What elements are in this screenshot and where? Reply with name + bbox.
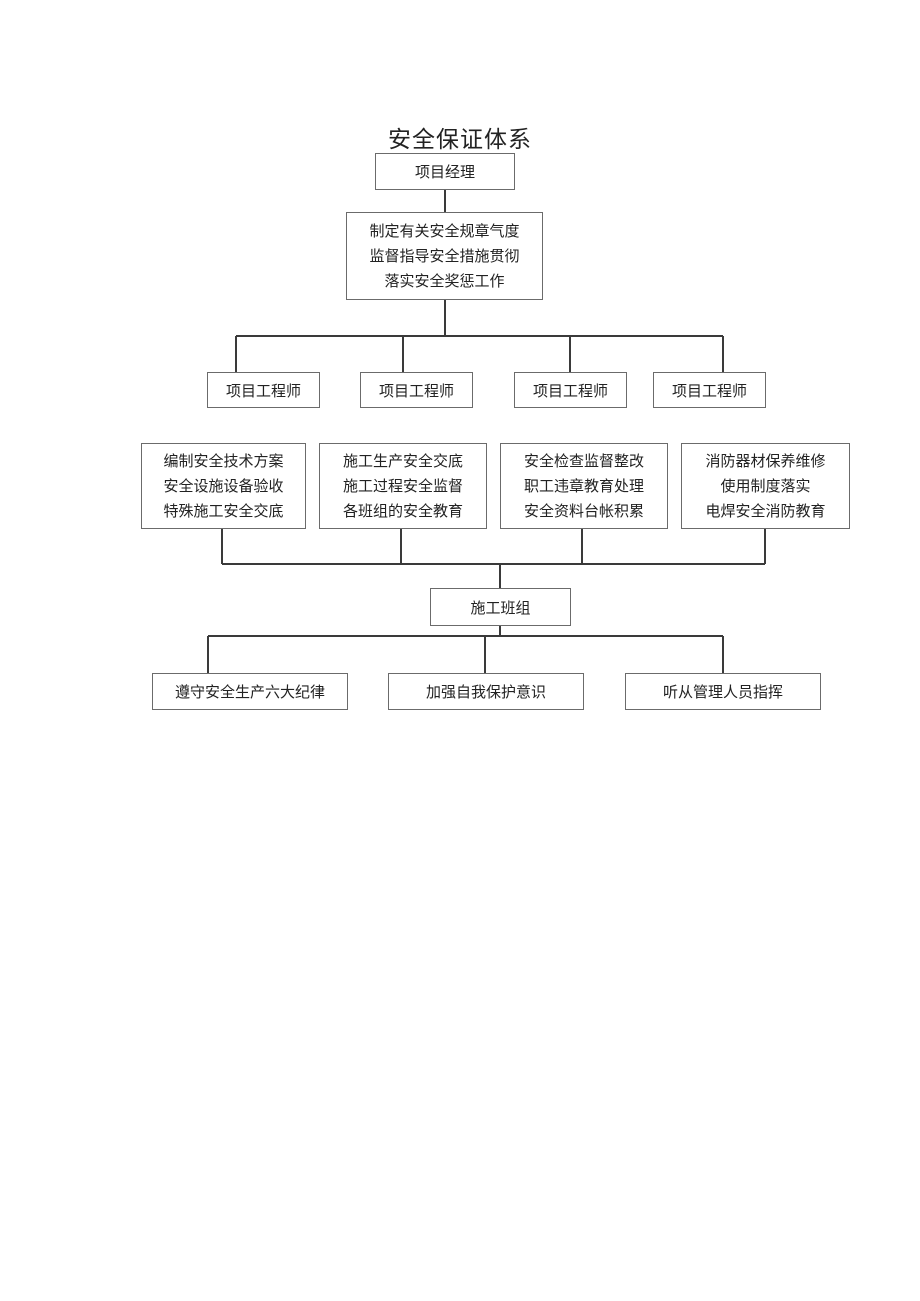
engineer-duty-line: 施工过程安全监督 [342,476,463,495]
node-engineer-1: 项目工程师 [207,372,320,408]
manager-duty-line: 监督指导安全措施贯彻 [369,246,520,265]
node-manager-duties: 制定有关安全规章气度 监督指导安全措施贯彻 落实安全奖惩工作 [346,212,543,300]
node-project-manager: 项目经理 [375,153,515,190]
node-team-duty-2: 加强自我保护意识 [388,673,584,710]
node-engineer-duties-1: 编制安全技术方案 安全设施设备验收 特殊施工安全交底 [141,443,306,529]
engineer-duty-line: 各班组的安全教育 [342,501,463,520]
diagram-title: 安全保证体系 [388,127,532,153]
node-engineer-duties-2: 施工生产安全交底 施工过程安全监督 各班组的安全教育 [319,443,487,529]
engineer-duty-line: 电焊安全消防教育 [705,501,826,520]
node-team-duty-3: 听从管理人员指挥 [625,673,821,710]
node-team-duty-1: 遵守安全生产六大纪律 [152,673,348,710]
node-engineer-4: 项目工程师 [653,372,766,408]
manager-duty-line: 制定有关安全规章气度 [369,221,520,240]
engineer-duty-line: 消防器材保养维修 [705,451,826,470]
node-engineer-3: 项目工程师 [514,372,627,408]
engineer-duty-line: 特殊施工安全交底 [163,501,284,520]
engineer-duty-line: 施工生产安全交底 [342,451,463,470]
engineer-duty-line: 使用制度落实 [720,476,811,495]
manager-duty-line: 落实安全奖惩工作 [384,271,505,290]
engineer-duty-line: 安全设施设备验收 [163,476,284,495]
node-engineer-duties-4: 消防器材保养维修 使用制度落实 电焊安全消防教育 [681,443,850,529]
node-engineer-duties-3: 安全检查监督整改 职工违章教育处理 安全资料台帐积累 [500,443,668,529]
engineer-duty-line: 编制安全技术方案 [163,451,284,470]
engineer-duty-line: 职工违章教育处理 [523,476,644,495]
node-engineer-2: 项目工程师 [360,372,473,408]
node-construction-team: 施工班组 [430,588,571,626]
engineer-duty-line: 安全检查监督整改 [523,451,644,470]
engineer-duty-line: 安全资料台帐积累 [523,501,644,520]
